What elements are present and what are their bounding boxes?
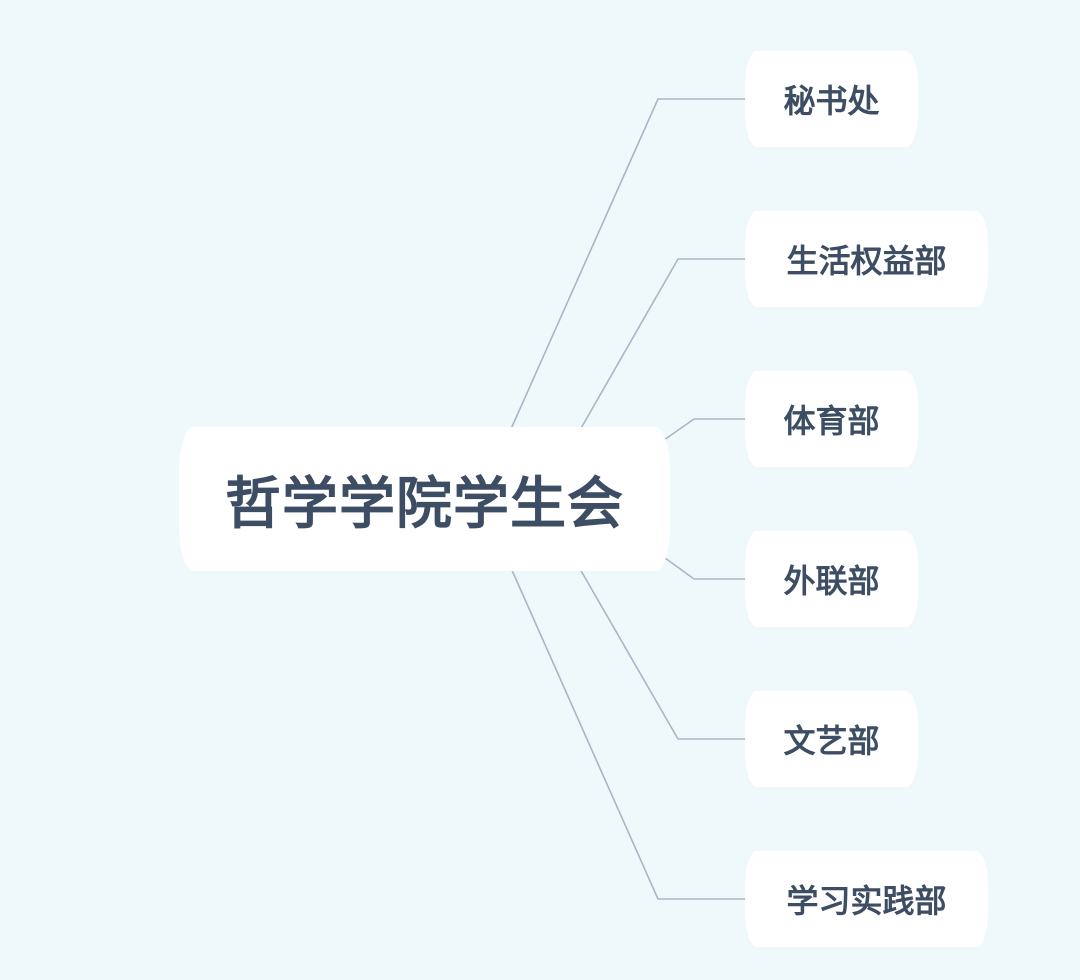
connector-line xyxy=(510,567,745,900)
child-node-sports[interactable]: 体育部 xyxy=(745,371,918,467)
child-node-study-practice[interactable]: 学习实践部 xyxy=(745,851,988,947)
child-node-secretariat[interactable]: 秘书处 xyxy=(745,51,918,147)
child-node-arts[interactable]: 文艺部 xyxy=(745,691,918,787)
connector-line xyxy=(575,258,745,438)
child-node-external-relations[interactable]: 外联部 xyxy=(745,531,918,627)
connector-line xyxy=(653,549,745,580)
child-node-student-welfare[interactable]: 生活权益部 xyxy=(745,211,988,307)
connector-line xyxy=(510,98,745,430)
connector-line xyxy=(575,561,745,740)
connector-line xyxy=(653,418,745,448)
root-node[interactable]: 哲学学院学生会 xyxy=(179,427,670,571)
